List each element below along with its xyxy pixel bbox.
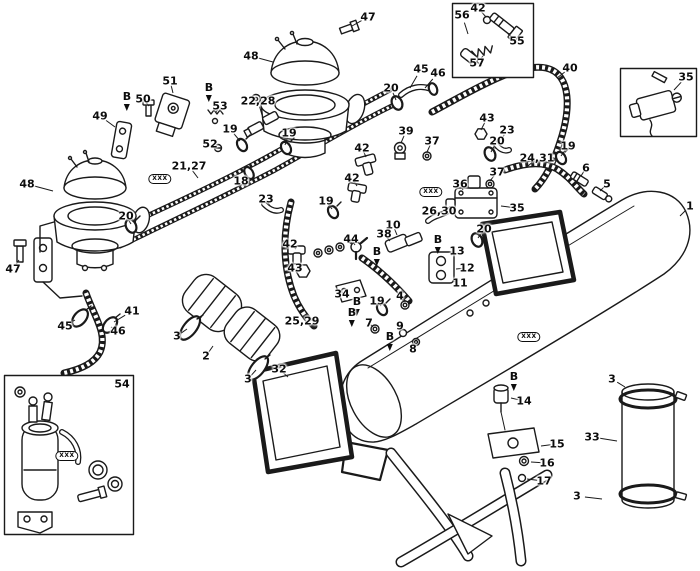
- mount-bracket-left: [33, 237, 83, 299]
- union-43-upper: [474, 128, 488, 140]
- heat-shield-panel-upper: [479, 209, 577, 297]
- frame-tubes: [385, 447, 553, 568]
- mount-bolt-47-left: [13, 239, 27, 263]
- hose-38-to-body: [358, 254, 413, 305]
- elbow-23-a: [261, 201, 284, 214]
- clamp-45-left: [70, 305, 92, 328]
- elbow-23-b: [492, 140, 512, 154]
- choke-lever-51: [154, 92, 191, 138]
- banjo-39: [393, 141, 407, 160]
- spring-53: [207, 109, 224, 125]
- vent-elbow-45-46: [398, 82, 439, 98]
- screw-52: [213, 143, 223, 153]
- washer-37-b: [485, 179, 495, 189]
- cable-clamp-18: [243, 165, 255, 181]
- t-fitting-42-a: [354, 153, 377, 176]
- spacers-4-7-8-9: [370, 300, 421, 347]
- bracket-11-12-13: [428, 251, 455, 284]
- hose-40: [428, 63, 571, 193]
- hose-clamps-20: [124, 92, 500, 248]
- manifold-10-38: [384, 231, 423, 253]
- hose-41: [60, 289, 106, 377]
- body-outlet-duct: [340, 440, 390, 482]
- inset-ignition-coil: [619, 67, 698, 138]
- bracket-15: [487, 427, 540, 459]
- t-fitting-42-b: [347, 182, 368, 203]
- carburetor-48-right: [250, 30, 366, 159]
- bolt-47-top: [338, 19, 360, 35]
- elbow-pipe-26-30: [425, 206, 454, 224]
- hose-25-29: [281, 198, 318, 330]
- t-fitting-42-c: [287, 245, 306, 265]
- boot-clamp-3-a: [178, 314, 204, 341]
- bracket-34: [335, 279, 367, 303]
- union-43-lower: [295, 264, 311, 278]
- rubber-mount-14: [493, 384, 509, 431]
- hose-24-31: [501, 160, 588, 198]
- bolt-50: [142, 99, 155, 117]
- fitting-5: [591, 186, 613, 203]
- fitting-6: [569, 171, 589, 187]
- washers-42: [313, 242, 345, 258]
- muffler-33: [618, 383, 688, 509]
- clamp-16: [518, 455, 530, 467]
- air-valve-35: [445, 175, 498, 219]
- clamp-46-left: [101, 313, 121, 334]
- choke-plate-49: [110, 120, 133, 160]
- carburetor-48-left: [39, 149, 151, 272]
- cable-adjusters-22-28: [243, 110, 280, 138]
- nut-17: [517, 473, 527, 483]
- fuel-pump: [21, 392, 59, 501]
- inset-fuel-pump: [3, 374, 135, 536]
- washer-37-a: [422, 151, 432, 161]
- inset-hardware: [451, 2, 535, 79]
- heat-shield-panel-32: [250, 350, 355, 475]
- intake-boot-3: [223, 306, 281, 362]
